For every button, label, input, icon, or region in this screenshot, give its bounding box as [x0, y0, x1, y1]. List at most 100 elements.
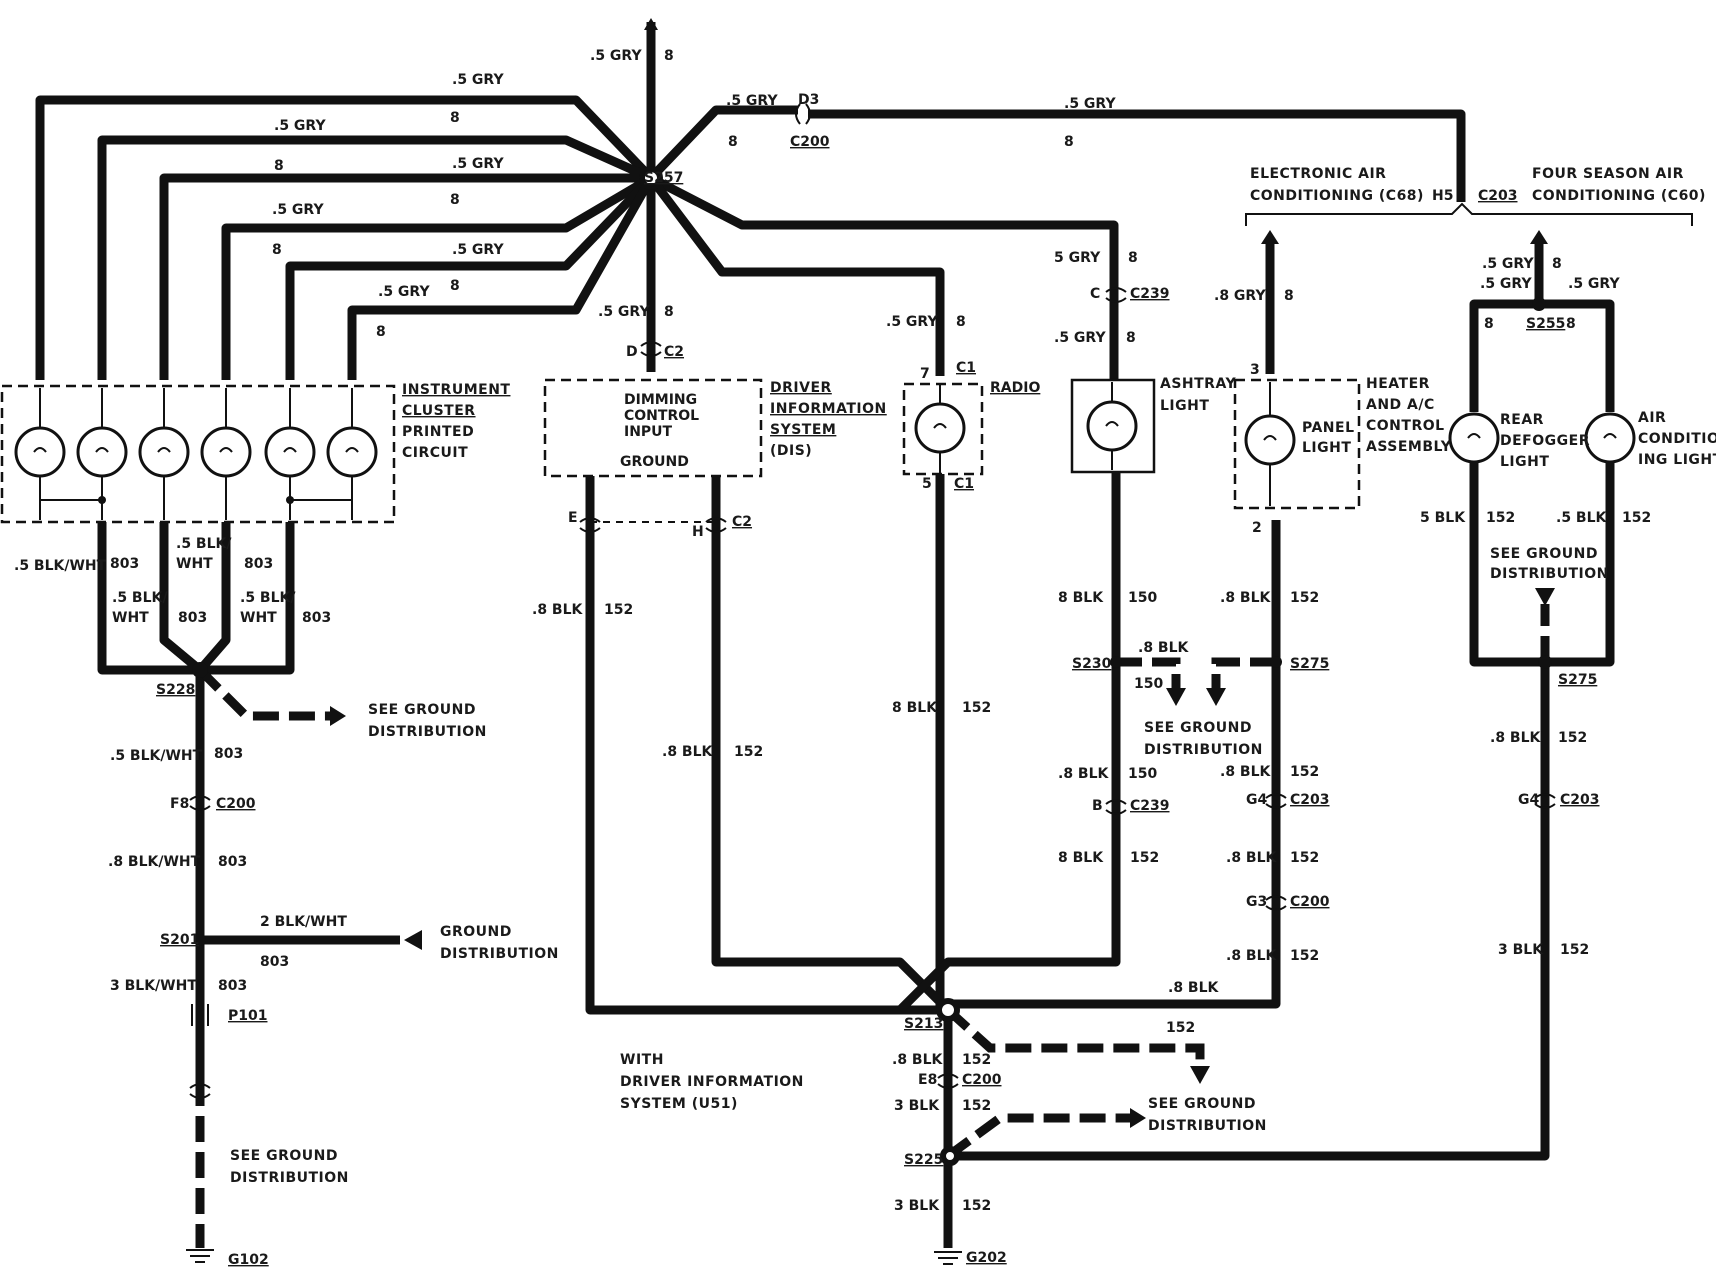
- ashtray-light: [896, 378, 1186, 1014]
- lamp-icon: [14, 426, 66, 478]
- feed-arrow: [644, 18, 658, 30]
- label-circuit-8: 8: [664, 304, 674, 320]
- label-152: 152: [604, 602, 633, 618]
- label-ac-light-1: AIR: [1638, 410, 1666, 426]
- label-152: 152: [1290, 948, 1319, 964]
- label-dis-box-3: INPUT: [624, 424, 673, 440]
- label-c200: C200: [962, 1072, 1002, 1088]
- label-blkwht: 2 BLK/WHT: [260, 914, 347, 930]
- label-ground-dist-1: GROUND: [440, 924, 512, 940]
- wire-s275-ground: [1211, 657, 1276, 690]
- wire-803-right: [200, 522, 295, 675]
- radio-box: [902, 382, 984, 476]
- label-see-ground-1: SEE GROUND: [1144, 720, 1252, 736]
- label-c203: C203: [1560, 792, 1600, 808]
- label-rear-defogger-2: DEFOGGER: [1500, 433, 1590, 449]
- label-connector-c: C: [1090, 286, 1100, 302]
- label-see-ground-1: SEE GROUND: [1148, 1096, 1256, 1112]
- label-g4: G4: [1246, 792, 1267, 808]
- label-s257: S257: [644, 170, 683, 186]
- wire-heater-down: [948, 520, 1281, 1009]
- splice-s257-dot: [639, 166, 663, 190]
- wire-803-mid-right: [196, 522, 231, 673]
- label-blk: .8 BLK: [1226, 948, 1278, 964]
- label-s228: S228: [156, 682, 195, 698]
- label-blk: 5 BLK: [1420, 510, 1466, 526]
- label-ashtray-2: LIGHT: [1160, 398, 1209, 414]
- label-connector-b: B: [1092, 798, 1103, 814]
- label-pin2: 2: [1252, 520, 1262, 536]
- wire-cluster-lamp-3: [159, 173, 651, 380]
- label-dis-4: (DIS): [770, 443, 812, 459]
- label-circuit-8: 8: [1128, 250, 1138, 266]
- label-152: 152: [1560, 942, 1589, 958]
- label-heater-3: CONTROL: [1366, 418, 1445, 434]
- label-152: 152: [734, 744, 763, 760]
- label-dis-2: INFORMATION: [770, 401, 887, 417]
- label-blk: .8 BLK: [1490, 730, 1542, 746]
- label-s213: S213: [904, 1016, 943, 1032]
- label-gry: .5 GRY: [1482, 256, 1534, 272]
- wire-cluster-lamp-1: [35, 95, 655, 380]
- dis-box: [543, 378, 763, 478]
- label-four-season-2: CONDITIONING (C60): [1532, 188, 1706, 204]
- label-see-ground-2: DISTRIBUTION: [1144, 742, 1263, 758]
- label-152: 152: [962, 1052, 991, 1068]
- label-heater-2: AND A/C: [1366, 397, 1435, 413]
- label-c2: C2: [732, 514, 752, 530]
- label-s201: S201: [160, 932, 199, 948]
- label-p101: P101: [228, 1008, 267, 1024]
- label-pin7: 7: [920, 366, 930, 382]
- label-heater-1: HEATER: [1366, 376, 1430, 392]
- label-150: 150: [1128, 590, 1157, 606]
- label-circuit-8: 8: [274, 158, 284, 174]
- label-circuit-8: 8: [376, 324, 386, 340]
- label-gry: .5 GRY: [1054, 330, 1106, 346]
- wire-cluster-lamp-6: [347, 175, 655, 380]
- heater-box: [1233, 378, 1361, 510]
- label-c200: C200: [790, 134, 830, 150]
- label-gry: 5 GRY: [1054, 250, 1101, 266]
- ground-arrow: [1166, 688, 1186, 706]
- label-blk: .8 BLK: [532, 602, 584, 618]
- main-ground-path: [943, 1006, 1210, 1248]
- label-803: 803: [260, 954, 289, 970]
- splice-s230-dot: [1110, 656, 1122, 668]
- lamp-icon: [200, 426, 252, 478]
- label-circuit-8: 8: [272, 242, 282, 258]
- label-blk: .8 BLK: [892, 1052, 944, 1068]
- label-see-ground-1: SEE GROUND: [368, 702, 476, 718]
- lamp-filaments: [33, 447, 359, 453]
- label-circuit-8: 8: [956, 314, 966, 330]
- wire-d3-to-h5: [808, 109, 1466, 202]
- label-blkwht-b: WHT: [240, 610, 277, 626]
- label-see-ground-1: SEE GROUND: [1490, 546, 1598, 562]
- wire-s275b-down: [950, 662, 1550, 1161]
- label-blkwht: .5 BLK/WHT: [14, 558, 107, 574]
- label-dis-box-1: DIMMING: [624, 392, 697, 408]
- label-gry-feed: .5 GRY: [590, 48, 642, 64]
- label-c239: C239: [1130, 798, 1170, 814]
- ground-arrow: [1190, 1066, 1210, 1084]
- label-gry: .5 GRY: [452, 156, 504, 172]
- label-circuit-8: 8: [1552, 256, 1562, 272]
- label-panel-light-2: LIGHT: [1302, 440, 1351, 456]
- ground-g102-symbol: [186, 1249, 214, 1263]
- label-blk: 3 BLK: [1498, 942, 1544, 958]
- label-blkwht: .5 BLK/WHT: [110, 748, 203, 764]
- label-152: 152: [962, 1198, 991, 1214]
- label-s225: S225: [904, 1152, 943, 1168]
- splice-s213-dot: [936, 998, 960, 1022]
- label-rear-defogger-3: LIGHT: [1500, 454, 1549, 470]
- lamp-join-dot: [286, 496, 294, 504]
- label-152: 152: [1558, 730, 1587, 746]
- label-gry: .5 GRY: [378, 284, 430, 300]
- label-gry: .5 GRY: [452, 72, 504, 88]
- label-blk: 8 BLK: [1058, 850, 1104, 866]
- connector-marks: [189, 103, 1556, 1099]
- splice-s255-dot: [1532, 297, 1546, 311]
- label-803: 803: [244, 556, 273, 572]
- label-150: 150: [1134, 676, 1163, 692]
- label-dis-ground: GROUND: [620, 454, 689, 470]
